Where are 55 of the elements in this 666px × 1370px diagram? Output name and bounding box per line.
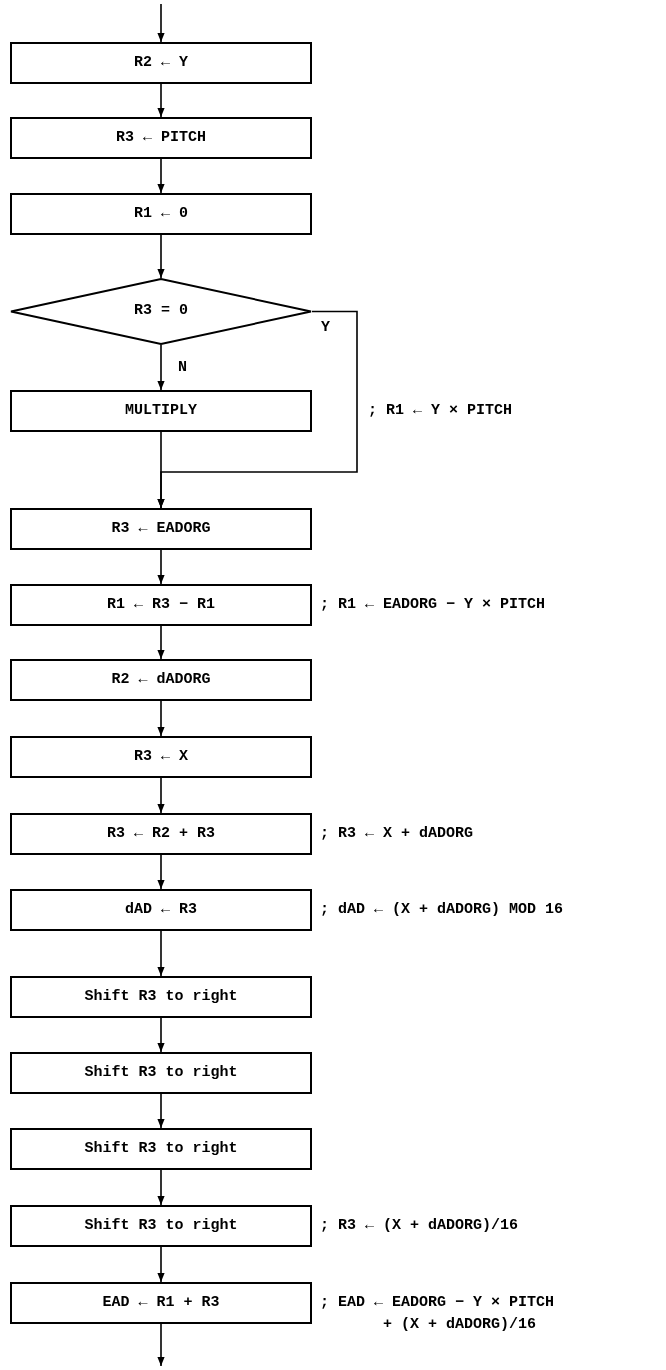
- process-box: [10, 1052, 312, 1094]
- process-box: [10, 736, 312, 778]
- comment-text: ; R1 ← EADORG − Y × PITCH: [320, 595, 546, 615]
- arrow: [157, 344, 165, 391]
- step-text: R3 ← X: [134, 746, 188, 767]
- comment-text: ; R3 ← (X + dADORG)/16: [320, 1216, 519, 1236]
- comment-text: ; R3 ← X + dADORG: [320, 824, 474, 844]
- step-text: R1 ← R3 − R1: [107, 594, 215, 615]
- comment-text: ; dAD ← (X + dADORG) MOD 16: [320, 900, 564, 920]
- step-text: R3 ← EADORG: [111, 518, 211, 539]
- arrow: [157, 158, 165, 194]
- step-text: R2 ← Y: [134, 52, 188, 73]
- decision-diamond: [10, 278, 312, 345]
- step-text: MULTIPLY: [125, 400, 197, 421]
- arrow: [157, 234, 165, 279]
- arrow: [157, 1017, 165, 1053]
- process-box: [10, 659, 312, 701]
- arrow: [157, 83, 165, 118]
- process-box: [10, 117, 312, 159]
- step-text: Shift R3 to right: [84, 1062, 238, 1083]
- arrow: [157, 1093, 165, 1129]
- comment-text: ; EAD ← EADORG − Y × PITCH + (X + dADORG)/16: [320, 1293, 556, 1335]
- arrow: [157, 1246, 165, 1283]
- process-box: [10, 813, 312, 855]
- step-text: R2 ← dADORG: [111, 669, 211, 690]
- step-text: Shift R3 to right: [84, 986, 238, 1007]
- step-text: EAD ← R1 + R3: [102, 1292, 220, 1313]
- arrow: [157, 549, 165, 585]
- arrow: [157, 854, 165, 890]
- arrow: [157, 1323, 165, 1367]
- arrow: [157, 625, 165, 660]
- arrow: [157, 3, 165, 43]
- arrow: [157, 777, 165, 814]
- step-text: Shift R3 to right: [84, 1138, 238, 1159]
- step-text: R3 ← PITCH: [116, 127, 206, 148]
- step-text: R1 ← 0: [134, 203, 188, 224]
- process-box: [10, 42, 312, 84]
- process-box: [10, 889, 312, 931]
- step-text: dAD ← R3: [125, 899, 197, 920]
- step-text: R3 = 0: [134, 301, 188, 322]
- process-box: [10, 1282, 312, 1324]
- step-text: Shift R3 to right: [84, 1215, 238, 1236]
- step-text: R3 ← R2 + R3: [107, 823, 215, 844]
- process-box: [10, 584, 312, 626]
- process-box: [10, 508, 312, 550]
- arrow: [157, 930, 165, 977]
- process-box: [10, 1205, 312, 1247]
- process-box: [10, 976, 312, 1018]
- arrow: [157, 700, 165, 737]
- arrow: [157, 431, 165, 509]
- process-box: [10, 1128, 312, 1170]
- process-box: [10, 390, 312, 432]
- comment-text: ; R1 ← Y × PITCH: [368, 401, 513, 421]
- arrow: [157, 1169, 165, 1206]
- process-box: [10, 193, 312, 235]
